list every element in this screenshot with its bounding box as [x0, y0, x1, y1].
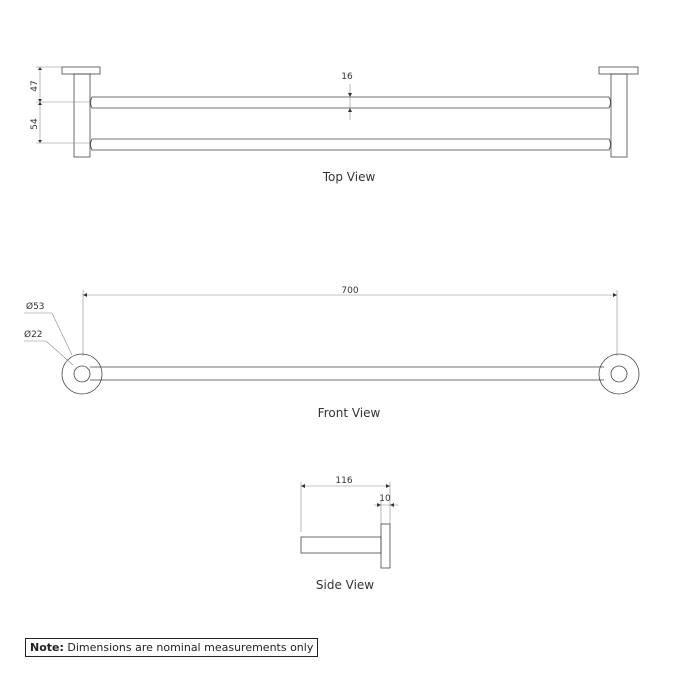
- front-view: 700 Ø53 Ø22 Front View: [24, 286, 640, 420]
- leader-line: [24, 312, 73, 356]
- rail: [90, 366, 604, 381]
- note-title: Note:: [30, 641, 64, 654]
- dimension-arrows: [348, 93, 352, 112]
- side-view-label: Side View: [316, 578, 374, 592]
- left-post: [73, 73, 91, 158]
- left-wall-plate: [61, 66, 101, 75]
- left-rail-end: [73, 365, 91, 383]
- wall-plate: [380, 523, 391, 569]
- dim-bar-diameter-top: 16: [341, 72, 353, 82]
- note-text: Dimensions are nominal measurements only: [67, 641, 314, 654]
- dim-rail-diameter: Ø22: [24, 329, 43, 340]
- top-view-label: Top View: [322, 170, 376, 184]
- dim-bar-spacing: 54: [30, 118, 40, 130]
- dim-plate-diameter: Ø53: [26, 301, 45, 312]
- note-box: Note: Dimensions are nominal measurement…: [25, 638, 319, 657]
- lower-rail: [90, 138, 611, 151]
- right-wall-plate: [598, 66, 639, 75]
- top-view: 47 54 16 Top View: [30, 66, 639, 184]
- dimension-arrows: [38, 67, 42, 143]
- dim-bracket-depth: 47: [30, 80, 40, 91]
- left-wall-plate: [61, 353, 103, 395]
- side-view: 116 10 Side View: [300, 476, 398, 592]
- upper-rail: [90, 96, 611, 109]
- dim-projection: 116: [335, 476, 352, 486]
- dim-length: 700: [341, 286, 358, 296]
- leader-line: [24, 340, 74, 366]
- dim-plate-thickness: 10: [379, 494, 391, 504]
- dimension-arrows: [377, 503, 394, 507]
- right-post: [610, 73, 628, 158]
- arm: [300, 536, 382, 554]
- right-wall-plate: [598, 353, 640, 395]
- right-rail-end: [610, 365, 628, 383]
- front-view-label: Front View: [318, 406, 381, 420]
